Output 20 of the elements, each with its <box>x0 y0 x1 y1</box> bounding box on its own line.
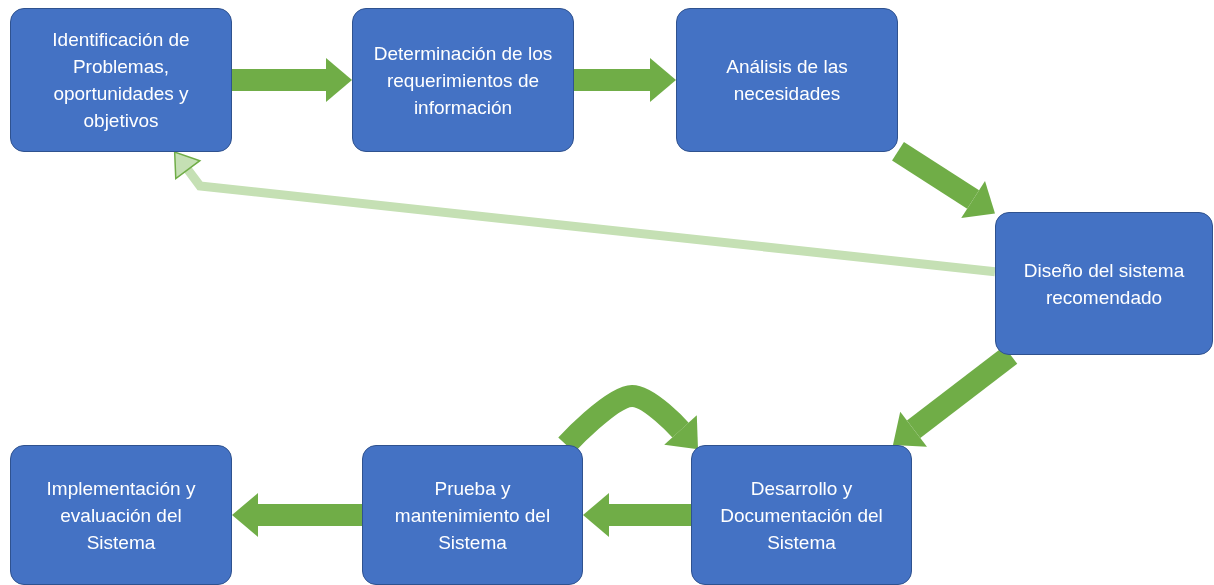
arrow <box>892 142 995 218</box>
process-box <box>691 445 912 585</box>
box-label: Determinación de los requerimientos de información <box>372 41 554 120</box>
arrow <box>173 151 996 277</box>
process-box <box>352 8 574 152</box>
process-box <box>676 8 898 152</box>
process-box <box>10 8 232 152</box>
box-label: Análisis de las necesidades <box>725 55 849 106</box>
box-label: Desarrollo y Documentación del Sistema <box>719 476 884 555</box>
box-label: Implementación y evaluación del Sistema <box>45 476 197 555</box>
box-label: Identificación de Problemas, oportunidades y objetivos <box>51 28 191 133</box>
process-box <box>995 212 1213 355</box>
process-box <box>10 445 232 585</box>
arrow <box>574 58 676 102</box>
box-label: Prueba y mantenimiento del Sistema <box>393 476 552 555</box>
box-label: Diseño del sistema recomendado <box>1022 258 1186 310</box>
process-box <box>362 445 583 585</box>
arrow <box>583 493 691 537</box>
arrow <box>232 493 362 537</box>
arrow <box>232 58 352 102</box>
